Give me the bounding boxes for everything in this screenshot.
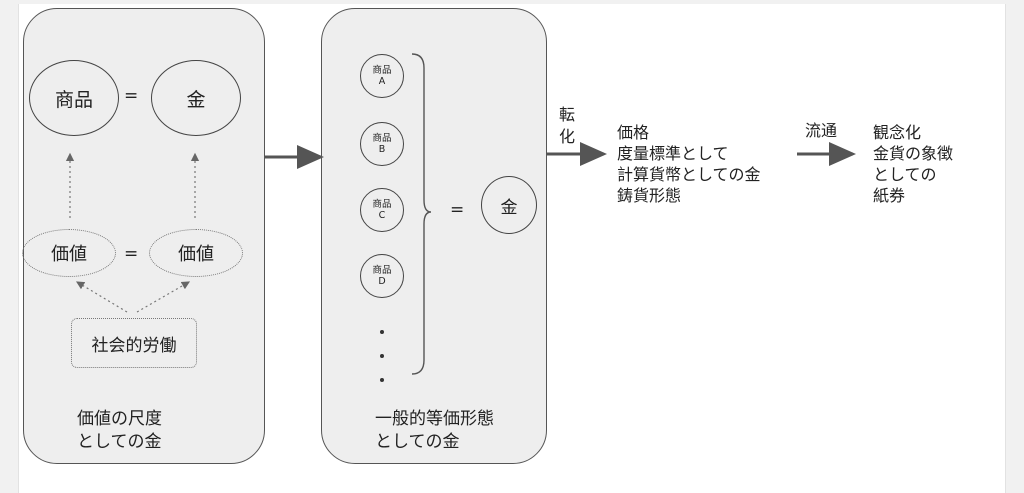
- commodity-c-label: 商品 C: [372, 199, 392, 221]
- value-ellipse-right: 価値: [149, 229, 243, 277]
- commodity-circle: 商品: [29, 60, 119, 136]
- value-ellipse-left: 価値: [22, 229, 116, 277]
- commodity-a-label: 商品 A: [372, 65, 392, 87]
- commodity-brace: [411, 53, 432, 375]
- commodity-b-label: 商品 B: [372, 133, 392, 155]
- gold-label-panel2: 金: [500, 197, 518, 218]
- dotted-arrow-labor-to-right-value: [136, 281, 191, 313]
- gold-label: 金: [186, 88, 206, 111]
- value-label-left: 価値: [51, 244, 87, 265]
- commodity-d-circle: 商品 D: [360, 254, 404, 298]
- ellipsis-dot-3: [380, 378, 384, 382]
- transformation-label: 転 化: [559, 105, 576, 146]
- commodity-a-circle: 商品 A: [360, 54, 404, 98]
- diagram-canvas: 商品 = 金 価値 = 価値 社会的労働 価値の尺度 としての金 商品 A 商品…: [18, 4, 1006, 493]
- commodity-b-circle: 商品 B: [360, 122, 404, 166]
- ellipsis-dot-1: [380, 330, 384, 334]
- social-labor-box: 社会的労働: [71, 318, 197, 368]
- social-labor-label: 社会的労働: [91, 335, 177, 356]
- gold-circle-panel2: 金: [481, 176, 537, 234]
- value-label-right: 価値: [178, 244, 214, 265]
- general-equivalent-caption: 一般的等価形態 としての金: [375, 409, 494, 452]
- circulation-label: 流通: [805, 121, 838, 140]
- general-equivalent-panel: [321, 8, 547, 464]
- price-stage-text: 価格 度量標準として 計算貨幣としての金 鋳貨形態: [617, 123, 761, 205]
- connector-overlay: [65, 53, 856, 375]
- ellipsis-dot-2: [380, 354, 384, 358]
- paper-money-stage-text: 観念化 金貨の象徴 としての 紙券: [873, 123, 954, 205]
- gold-circle: 金: [151, 60, 241, 136]
- commodity-c-circle: 商品 C: [360, 188, 404, 232]
- dotted-arrow-labor-to-left-value: [75, 281, 128, 313]
- value-measure-caption: 価値の尺度 としての金: [77, 409, 162, 452]
- equals-sign-panel2: =: [450, 200, 465, 220]
- equals-sign-middle: =: [124, 244, 139, 264]
- equals-sign-top: =: [124, 86, 139, 106]
- commodity-d-label: 商品 D: [372, 265, 392, 287]
- commodity-label: 商品: [54, 88, 93, 111]
